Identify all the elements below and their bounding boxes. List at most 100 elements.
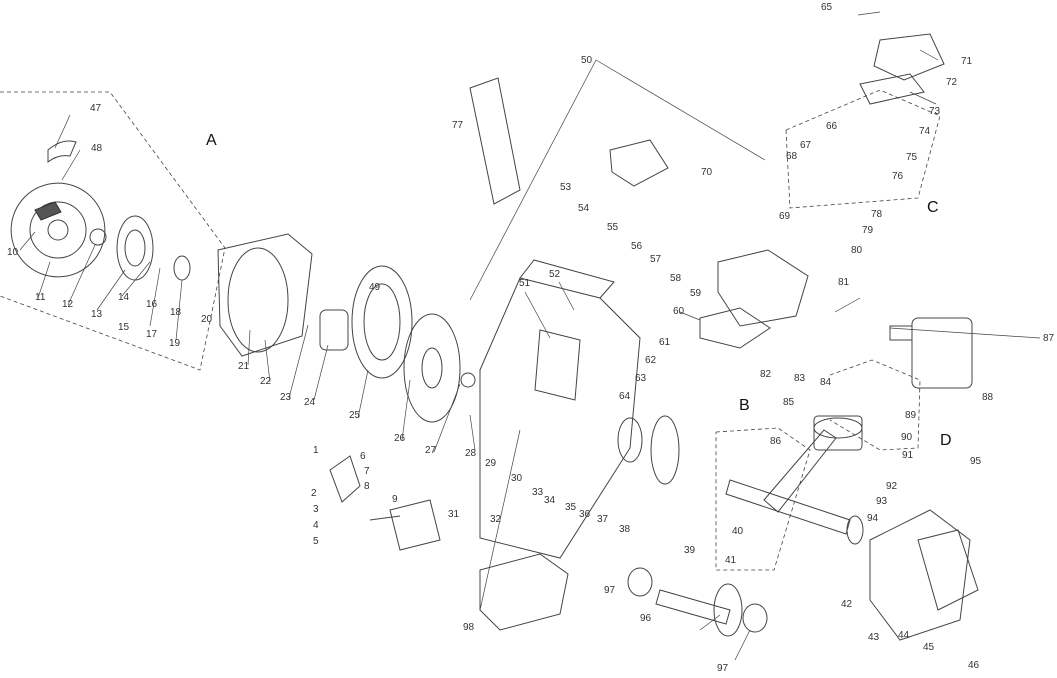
part-callout: 31 <box>448 509 460 520</box>
group-c-boundary <box>785 89 941 209</box>
part-callout: 91 <box>902 450 914 461</box>
part-callout: 61 <box>659 337 671 348</box>
part-callout: 98 <box>463 622 475 633</box>
part-callout: 93 <box>876 496 888 507</box>
part-callout: 4 <box>313 520 319 531</box>
fan-cover-flywheel <box>217 233 476 423</box>
part-callout: 46 <box>968 660 980 671</box>
crankcase-cover <box>869 509 979 641</box>
part-callout: 81 <box>838 277 850 288</box>
part-callout: 9 <box>392 494 398 505</box>
part-callout: 33 <box>532 487 544 498</box>
part-callout: 74 <box>919 126 931 137</box>
recoil-starter-assembly <box>10 140 191 281</box>
part-callout: 92 <box>886 481 898 492</box>
part-callout: 48 <box>91 143 103 154</box>
part-callout: 59 <box>690 288 702 299</box>
part-callout: 14 <box>118 292 130 303</box>
part-callout: 86 <box>770 436 782 447</box>
part-callout: 88 <box>982 392 994 403</box>
part-callout: 78 <box>871 209 883 220</box>
group-label-b: B <box>739 397 750 414</box>
part-callout: 53 <box>560 182 572 193</box>
part-callout: 58 <box>670 273 682 284</box>
part-callout: 69 <box>779 211 791 222</box>
part-callout: 20 <box>201 314 213 325</box>
part-callout: 24 <box>304 397 316 408</box>
part-callout: 47 <box>90 103 102 114</box>
part-callout: 71 <box>961 56 973 67</box>
part-callout: 97 <box>717 663 729 674</box>
part-callout: 16 <box>146 299 158 310</box>
part-callout: 38 <box>619 524 631 535</box>
part-callout: 25 <box>349 410 361 421</box>
part-callout: 34 <box>544 495 556 506</box>
piston-crank-assembly <box>617 415 864 545</box>
part-callout: 5 <box>313 536 319 547</box>
muffler <box>889 317 973 389</box>
group-b-boundary <box>715 427 811 571</box>
part-callout: 1 <box>313 445 319 456</box>
part-callout: 45 <box>923 642 935 653</box>
part-callout: 6 <box>360 451 366 462</box>
part-callout: 15 <box>118 322 130 333</box>
part-callout: 95 <box>970 456 982 467</box>
part-callout: 73 <box>929 106 941 117</box>
part-callout: 11 <box>35 292 46 303</box>
part-callout: 87 <box>1043 333 1055 344</box>
part-callout: 60 <box>673 306 685 317</box>
part-callout: 84 <box>820 377 832 388</box>
part-callout: 12 <box>62 299 74 310</box>
part-callout: 72 <box>946 77 958 88</box>
part-callout: 64 <box>619 391 631 402</box>
part-callout: 49 <box>369 282 381 293</box>
part-callout: 13 <box>91 309 103 320</box>
part-callout: 63 <box>635 373 647 384</box>
part-callout: 66 <box>826 121 838 132</box>
part-callout: 82 <box>760 369 772 380</box>
part-callout: 36 <box>579 509 591 520</box>
part-callout: 44 <box>898 630 910 641</box>
part-callout: 96 <box>640 613 652 624</box>
part-callout: 17 <box>146 329 158 340</box>
part-callout: 7 <box>364 466 370 477</box>
part-callout: 79 <box>862 225 874 236</box>
part-callout: 40 <box>732 526 744 537</box>
part-callout: 43 <box>868 632 880 643</box>
group-a-boundary <box>0 91 226 371</box>
part-callout: 22 <box>260 376 272 387</box>
part-callout: 29 <box>485 458 497 469</box>
part-callout: 42 <box>841 599 853 610</box>
group-d-boundary <box>829 359 921 451</box>
part-callout: 50 <box>581 55 593 66</box>
part-callout: 19 <box>169 338 181 349</box>
governor-linkage <box>329 455 441 551</box>
starter-and-camshaft <box>479 553 768 637</box>
part-callout: 75 <box>906 152 918 163</box>
part-callout: 83 <box>794 373 806 384</box>
part-callout: 67 <box>800 140 812 151</box>
part-callout: 52 <box>549 269 561 280</box>
part-callout: 57 <box>650 254 662 265</box>
cylinder-head-area <box>469 33 945 349</box>
part-callout: 85 <box>783 397 795 408</box>
part-callout: 37 <box>597 514 609 525</box>
part-callout: 39 <box>684 545 696 556</box>
part-callout: 55 <box>607 222 619 233</box>
part-callout: 89 <box>905 410 917 421</box>
part-callout: 62 <box>645 355 657 366</box>
part-callout: 76 <box>892 171 904 182</box>
part-callout: 35 <box>565 502 577 513</box>
part-callout: 51 <box>519 278 531 289</box>
part-callout: 80 <box>851 245 863 256</box>
part-callout: 65 <box>821 2 833 13</box>
part-callout: 3 <box>313 504 319 515</box>
group-label-d: D <box>940 432 952 449</box>
crankcase-block <box>479 259 641 559</box>
part-callout: 56 <box>631 241 643 252</box>
part-callout: 27 <box>425 445 437 456</box>
part-callout: 26 <box>394 433 406 444</box>
part-callout: 30 <box>511 473 523 484</box>
